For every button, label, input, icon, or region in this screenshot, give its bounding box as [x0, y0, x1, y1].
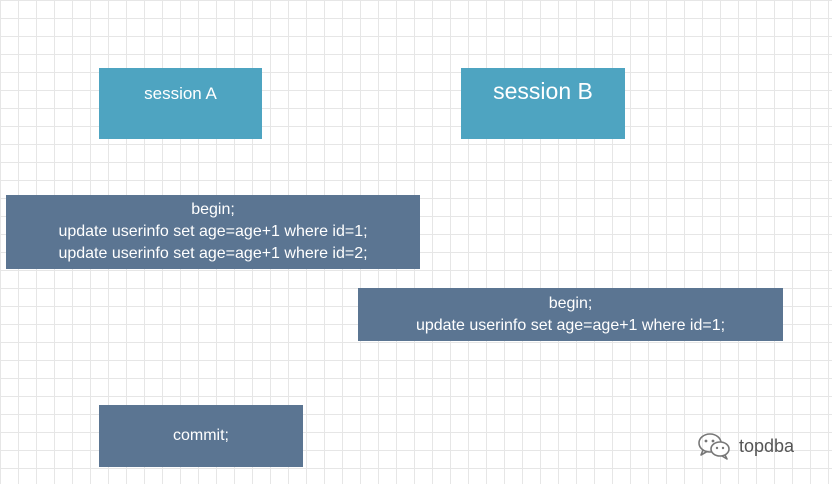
session-a-commit-step: commit; — [99, 405, 303, 467]
step-line: begin; — [191, 201, 235, 218]
wechat-icon — [697, 432, 731, 460]
session-b-begin-step: begin; update userinfo set age=age+1 whe… — [358, 288, 783, 341]
step-line: update userinfo set age=age+1 where id=1… — [415, 316, 726, 334]
watermark-text: topdba — [739, 435, 795, 456]
session-a-begin-step: begin; update userinfo set age=age+1 whe… — [6, 195, 420, 269]
session-b-label: session B — [493, 78, 593, 104]
watermark: topdba — [697, 432, 794, 460]
step-line: commit; — [173, 427, 229, 444]
step-line: update userinfo set age=age+1 where id=2… — [58, 245, 368, 262]
session-a-header: session A — [99, 68, 262, 139]
session-a-label: session A — [144, 84, 217, 103]
step-line: begin; — [548, 294, 593, 312]
session-b-header: session B — [461, 68, 625, 139]
step-line: update userinfo set age=age+1 where id=1… — [58, 223, 368, 240]
